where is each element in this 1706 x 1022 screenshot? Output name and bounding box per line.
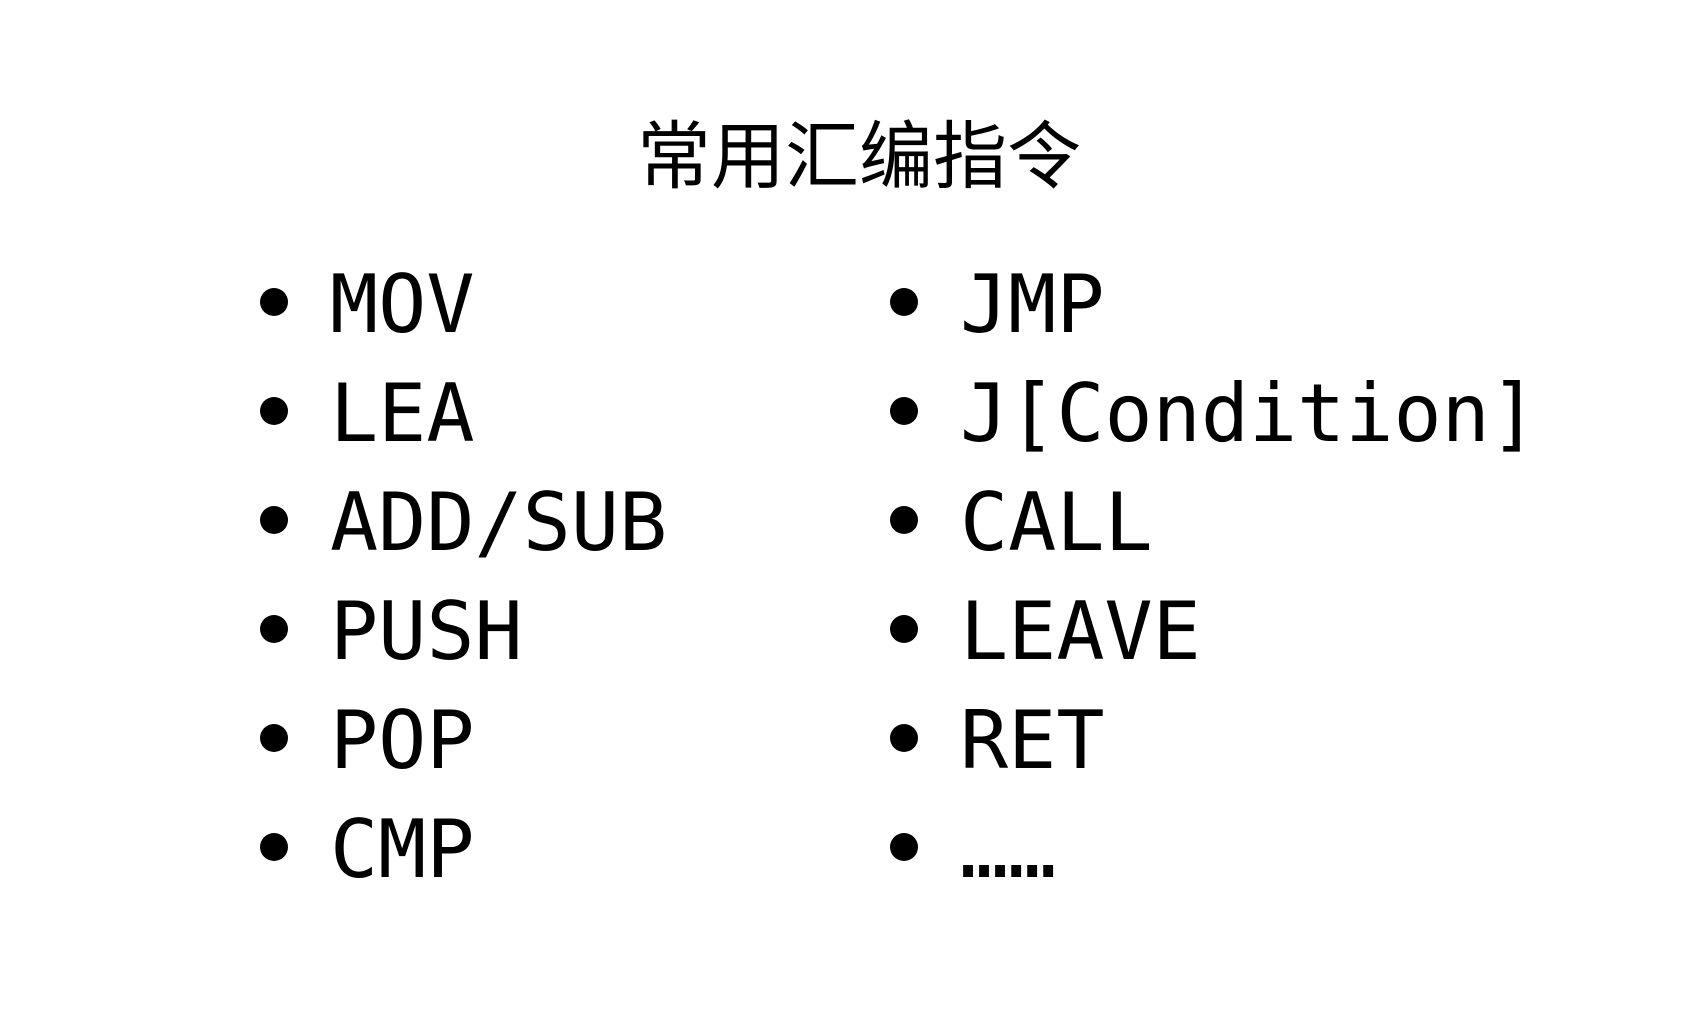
instruction-label: J[Condition] — [960, 366, 1538, 460]
list-item: JMP — [890, 250, 1538, 359]
bullet-icon — [890, 287, 918, 316]
instruction-label: CALL — [960, 475, 1153, 569]
instruction-label: RET — [960, 693, 1105, 787]
list-item: RET — [890, 686, 1538, 795]
list-item: …… — [890, 795, 1538, 904]
bullet-icon — [890, 614, 918, 643]
instruction-label: LEA — [330, 366, 475, 460]
bullet-icon — [260, 505, 288, 534]
instruction-label: CMP — [330, 802, 475, 896]
list-item: CMP — [260, 795, 667, 904]
bullet-icon — [890, 505, 918, 534]
instruction-label: …… — [960, 802, 1057, 896]
list-item: MOV — [260, 250, 667, 359]
bullet-icon — [260, 614, 288, 643]
list-item: J[Condition] — [890, 359, 1538, 468]
instruction-label: ADD/SUB — [330, 475, 668, 569]
list-item: LEAVE — [890, 577, 1538, 686]
instruction-label: POP — [330, 693, 475, 787]
list-item: PUSH — [260, 577, 667, 686]
bullet-icon — [260, 832, 288, 861]
list-item: CALL — [890, 468, 1538, 577]
right-instruction-list: JMP J[Condition] CALL LEAVE RET …… — [890, 250, 1538, 904]
list-item: ADD/SUB — [260, 468, 667, 577]
bullet-icon — [890, 723, 918, 752]
instruction-label: LEAVE — [960, 584, 1201, 678]
bullet-icon — [890, 832, 918, 861]
bullet-icon — [260, 287, 288, 316]
instruction-label: PUSH — [330, 584, 523, 678]
instruction-label: MOV — [330, 257, 475, 351]
bullet-icon — [260, 723, 288, 752]
bullet-icon — [260, 396, 288, 425]
list-item: POP — [260, 686, 667, 795]
slide-title: 常用汇编指令 — [637, 114, 1081, 200]
bullet-icon — [890, 396, 918, 425]
left-instruction-list: MOV LEA ADD/SUB PUSH POP CMP — [260, 250, 667, 904]
instruction-label: JMP — [960, 257, 1105, 351]
list-item: LEA — [260, 359, 667, 468]
